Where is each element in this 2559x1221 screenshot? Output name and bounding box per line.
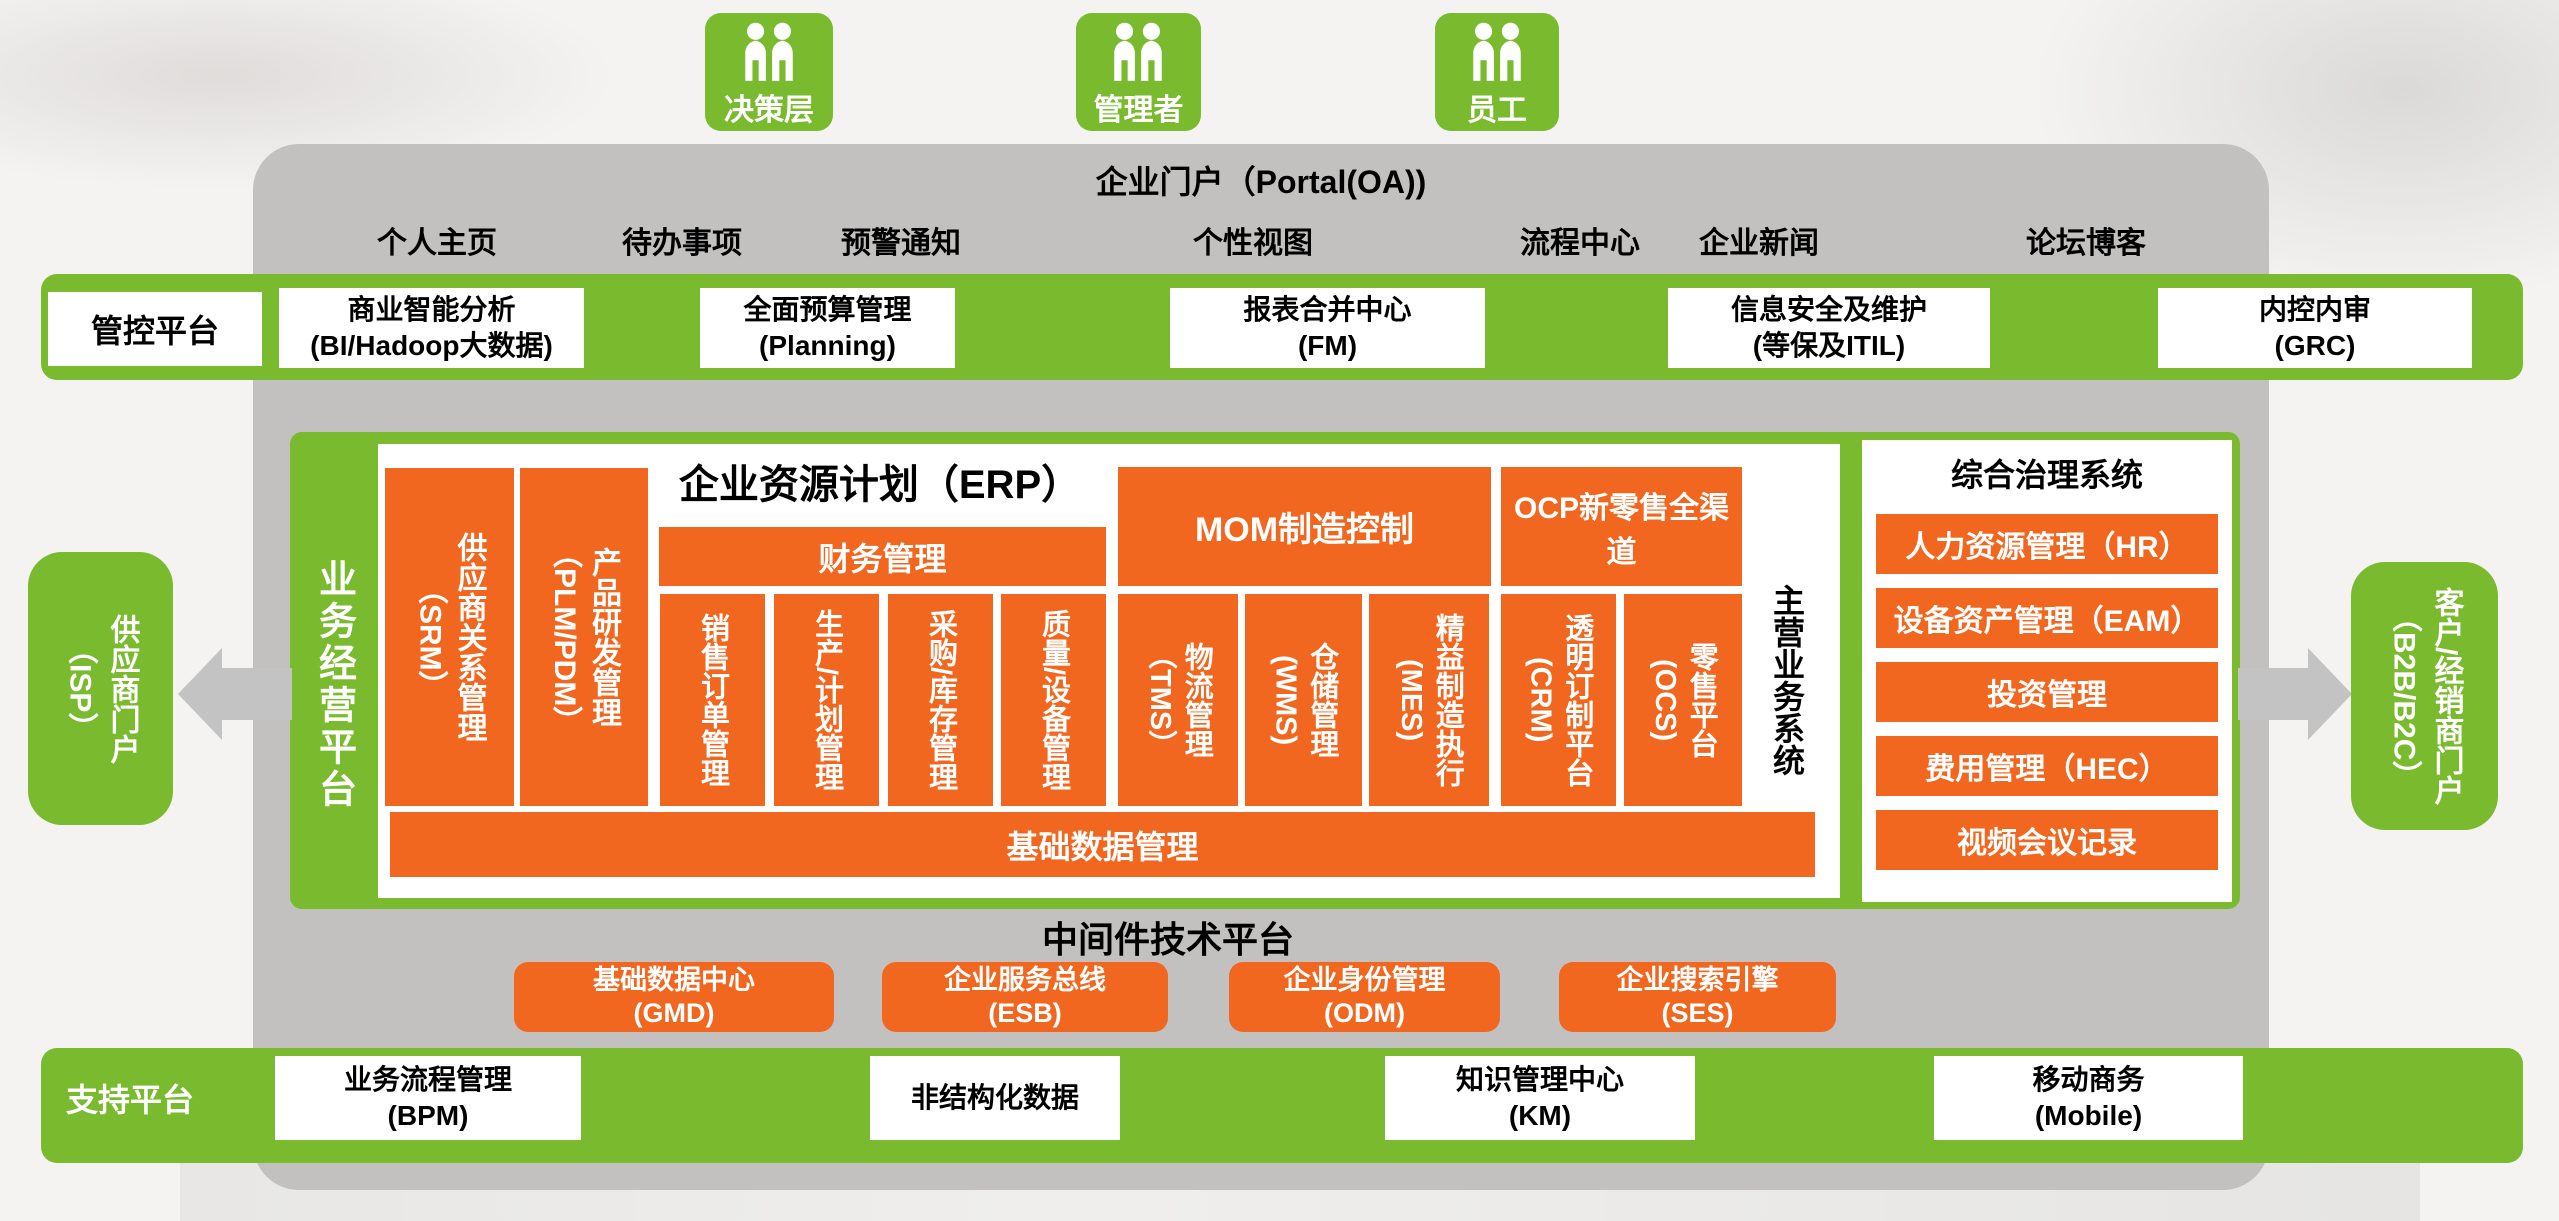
middleware-box-ses: 企业搜索引擎 (SES) <box>1559 962 1836 1032</box>
base-data-management-bar: 基础数据管理 <box>390 812 1815 877</box>
control-box-itil: 信息安全及维护 (等保及ITIL) <box>1668 288 1990 368</box>
support-box-mobile: 移动商务 (Mobile) <box>1934 1056 2243 1140</box>
finance-col-production-planning: 生产/计划管理 <box>774 594 879 806</box>
supplier-portal-box: 供应商门户 （ISP） <box>28 552 173 825</box>
governance-box-video-meeting: 视频会议记录 <box>1876 810 2218 870</box>
support-platform-label: 支持平台 <box>65 1082 194 1118</box>
portal-item-forum-blog[interactable]: 论坛博客 <box>2026 227 2146 260</box>
ocp-header: OCP新零售全渠道 <box>1501 467 1742 586</box>
middleware-box-odm: 企业身份管理 (ODM) <box>1229 962 1500 1032</box>
main-business-systems-label: 主营业务系统 <box>1769 584 1805 776</box>
erp-title: 企业资源计划（ERP） <box>678 463 1082 507</box>
customer-portal-box: 客户/经销商门户 （B2B/B2C） <box>2351 562 2498 830</box>
portal-item-company-news[interactable]: 企业新闻 <box>1699 227 1819 260</box>
governance-box-hr: 人力资源管理（HR） <box>1876 514 2218 574</box>
finance-col-purchasing-inventory: 采购/库存管理 <box>888 594 993 806</box>
governance-title: 综合治理系统 <box>1950 457 2143 493</box>
mom-col-tms: 物流管理 （TMS） <box>1118 594 1238 806</box>
people-icon <box>1096 21 1180 88</box>
mom-col-mes: 精益制造执行 (MES) <box>1369 594 1489 806</box>
control-box-fm: 报表合并中心 (FM) <box>1170 288 1485 368</box>
ocp-col-crm: 透明订制平台 (CRM) <box>1501 594 1616 806</box>
left-arrow-icon <box>178 645 293 750</box>
control-box-bi: 商业智能分析 (BI/Hadoop大数据) <box>279 288 584 368</box>
mom-col-wms: 仓储管理 (WMS) <box>1245 594 1362 806</box>
control-box-grc: 内控内审 (GRC) <box>2158 288 2472 368</box>
support-box-bpm: 业务流程管理 (BPM) <box>275 1056 581 1140</box>
governance-box-hec: 费用管理（HEC） <box>1876 736 2218 796</box>
right-arrow-icon <box>2238 645 2353 750</box>
audience-label: 决策层 <box>724 94 814 127</box>
control-platform-label: 管控平台 <box>48 292 262 366</box>
ocp-col-ocs: 零售平台 (OCS) <box>1624 594 1742 806</box>
finance-header: 财务管理 <box>659 527 1106 586</box>
erp-module-plm: 产品研发管理 （PLM/PDM） <box>520 468 648 806</box>
audience-label: 员工 <box>1467 94 1527 127</box>
audience-box-managers: 管理者 <box>1076 13 1201 131</box>
audience-box-decision-layer: 决策层 <box>705 13 833 131</box>
finance-col-quality-equipment: 质量/设备管理 <box>1001 594 1106 806</box>
middleware-box-gmd: 基础数据中心 (GMD) <box>514 962 834 1032</box>
people-icon <box>727 21 811 88</box>
portal-item-todo[interactable]: 待办事项 <box>622 227 742 260</box>
audience-box-employees: 员工 <box>1435 13 1559 131</box>
mom-header: MOM制造控制 <box>1118 467 1491 586</box>
control-box-planning: 全面预算管理 (Planning) <box>700 288 955 368</box>
middleware-title: 中间件技术平台 <box>1041 919 1294 960</box>
portal-title: 企业门户（Portal(OA)) <box>1095 164 1427 200</box>
erp-module-srm: 供应商关系管理 （SRM） <box>385 468 514 806</box>
portal-item-personal-view[interactable]: 个性视图 <box>1193 227 1313 260</box>
governance-box-eam: 设备资产管理（EAM） <box>1876 588 2218 648</box>
middleware-box-esb: 企业服务总线 (ESB) <box>882 962 1168 1032</box>
governance-box-investment: 投资管理 <box>1876 662 2218 722</box>
business-platform-label: 业务经营平台 <box>312 559 355 811</box>
people-icon <box>1455 21 1539 88</box>
support-box-km: 知识管理中心 (KM) <box>1385 1056 1695 1140</box>
portal-item-home[interactable]: 个人主页 <box>377 227 497 260</box>
portal-item-alerts[interactable]: 预警通知 <box>841 227 961 260</box>
support-box-unstructured-data: 非结构化数据 <box>870 1056 1120 1140</box>
audience-label: 管理者 <box>1093 94 1184 127</box>
finance-col-sales-orders: 销售订单管理 <box>660 594 765 806</box>
portal-item-process-center[interactable]: 流程中心 <box>1520 227 1640 260</box>
